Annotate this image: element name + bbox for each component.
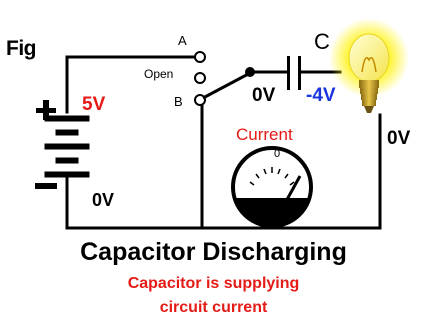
switch [194, 51, 206, 106]
battery-bottom-voltage: 0V [92, 190, 115, 210]
lamp-base-tip [364, 106, 374, 113]
switch-pivot [245, 67, 255, 77]
ammeter-lower-fill [235, 198, 309, 225]
capacitor-left-voltage: 0V [252, 85, 276, 106]
figure-label: Fig [6, 37, 37, 60]
ammeter-needle [282, 175, 302, 206]
caption-subtitle-line1: Capacitor is supplying [127, 275, 300, 292]
switch-blade [202, 70, 253, 100]
meter-zero-mark: 0 [274, 148, 281, 160]
battery-plate-long-1 [44, 115, 90, 122]
capacitor-plate-right [298, 56, 301, 90]
battery-polarity-marks [35, 100, 57, 189]
battery-plate-short-2 [55, 157, 79, 164]
battery-plate-long-2 [44, 143, 90, 150]
switch-terminal-open [194, 72, 206, 84]
plus-vertical [43, 100, 49, 120]
meter-label: Current [236, 125, 293, 144]
battery-plate-short-1 [55, 129, 79, 136]
ammeter [231, 146, 313, 228]
lamp-glass [348, 33, 390, 83]
minus-bar [35, 183, 57, 189]
switch-terminal-b [194, 94, 206, 106]
caption-subtitle-line2: circuit current [159, 299, 268, 316]
battery-symbol [44, 115, 90, 178]
capacitor-symbol [287, 56, 301, 90]
switch-terminal-a [194, 51, 206, 63]
switch-label-b: B [174, 94, 183, 109]
lamp-base-ring-1 [360, 88, 378, 94]
wires [65, 55, 382, 230]
switch-label-a: A [178, 33, 187, 48]
capacitor-right-voltage: -4V [306, 85, 336, 106]
lamp-bottom-voltage: 0V [387, 128, 411, 149]
capacitor-plate-left [287, 56, 290, 90]
battery-top-voltage: 5V [82, 94, 106, 115]
caption-title: Capacitor Discharging [80, 238, 347, 266]
ammeter-scale [249, 167, 295, 186]
lamp-filament [361, 57, 377, 73]
lamp-base-ring-2 [361, 94, 377, 100]
battery-plate-long-3 [44, 171, 90, 178]
capacitor-label: C [314, 29, 330, 54]
switch-label-open: Open [144, 67, 174, 81]
wire-left-bottom [65, 176, 382, 230]
lamp [329, 18, 409, 113]
wire-top-left [65, 55, 198, 114]
lamp-base-ring-3 [362, 100, 376, 106]
lamp-base-collar [359, 80, 379, 88]
